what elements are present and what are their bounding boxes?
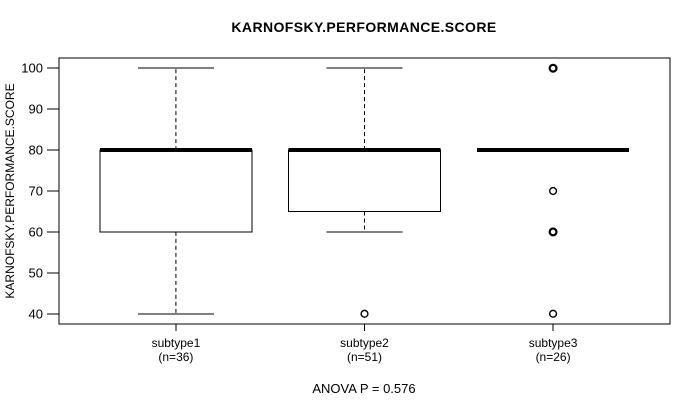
iqr-box <box>288 149 441 212</box>
y-axis-tick-label: 50 <box>29 265 43 280</box>
outlier-point <box>548 186 558 196</box>
iqr-box <box>99 149 253 233</box>
group-sublabel: (n=51) <box>347 350 382 364</box>
y-axis-tick-label: 40 <box>29 306 43 321</box>
y-axis-tick-label: 90 <box>29 102 43 117</box>
group-label: subtype3 <box>529 336 578 350</box>
y-axis-tick-label: 80 <box>29 143 43 158</box>
y-axis-tick-label: 70 <box>29 184 43 199</box>
chart-layer: 405060708090100subtype1(n=36)subtype2(n=… <box>21 57 671 364</box>
y-axis-tick-label: 100 <box>21 61 43 76</box>
outlier-point <box>548 63 558 73</box>
group-sublabel: (n=26) <box>536 350 571 364</box>
chart-title: KARNOFSKY.PERFORMANCE.SCORE <box>231 19 496 35</box>
y-axis-tick-label: 60 <box>29 224 43 239</box>
y-axis-label: KARNOFSKY.PERFORMANCE.SCORE <box>3 83 17 298</box>
group-sublabel: (n=36) <box>158 350 193 364</box>
anova-annotation: ANOVA P = 0.576 <box>312 381 415 396</box>
outlier-point <box>548 227 558 237</box>
group-label: subtype1 <box>152 336 201 350</box>
group-label: subtype2 <box>340 336 389 350</box>
outlier-point <box>360 309 369 318</box>
outlier-point <box>548 309 558 318</box>
